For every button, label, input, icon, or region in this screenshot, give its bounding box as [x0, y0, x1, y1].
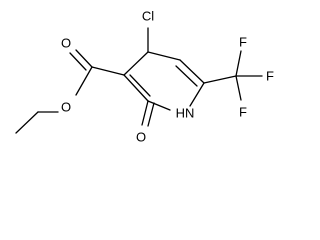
bond-c6-cf3 — [203, 75, 237, 84]
atom-label-ester-carbonyl-o: O — [61, 36, 71, 51]
bond-ch2-ch3 — [15, 111, 39, 134]
molecule-diagram: Cl F F F O O O HN — [15, 9, 274, 145]
atom-label-cl: Cl — [142, 9, 154, 24]
bond-ester-c-o-double-a — [75, 49, 93, 68]
bond-ester-c-o-single — [75, 66, 93, 96]
bond-c6-n1 — [189, 82, 205, 107]
bond-c2-c3-double — [129, 74, 151, 97]
bond-c6-c5-double — [175, 65, 198, 87]
bond-c4-c5 — [147, 51, 181, 61]
atom-label-f-bottom: F — [239, 105, 247, 120]
bond-c5-c6 — [179, 59, 205, 84]
atom-label-ring-carbonyl-o: O — [136, 130, 146, 145]
atom-label-ring-nh: HN — [176, 106, 195, 121]
atom-label-f-right: F — [266, 69, 274, 84]
bond-c3-ester-c — [91, 66, 125, 76]
atom-label-ester-ether-o: O — [61, 100, 71, 115]
structure-canvas: Cl F F F O O O HN — [15, 9, 274, 145]
bond-ester-c-o-double-b — [69, 52, 87, 71]
bond-cf3-f-top — [235, 50, 242, 77]
bond-c3-c4 — [123, 51, 149, 76]
bond-c2-c3 — [123, 74, 149, 102]
bond-cf3-f-bottom — [235, 75, 242, 101]
bond-c2-o-double — [147, 102, 155, 127]
atom-label-f-top: F — [239, 35, 247, 50]
bond-c2-o — [141, 100, 149, 126]
bond-n1-c2 — [147, 100, 171, 111]
